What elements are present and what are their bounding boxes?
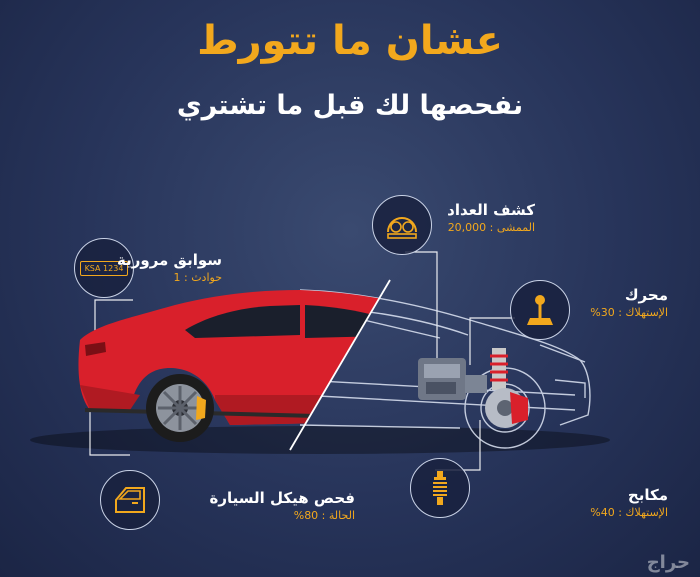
brakes-label: مكابح الإستهلاك : 40% xyxy=(590,485,668,521)
divider-line xyxy=(289,279,391,451)
brakes-badge xyxy=(410,458,470,518)
odometer-detail: الممشى : 20,000 xyxy=(447,221,535,234)
body-badge xyxy=(100,470,160,530)
rear-wheel xyxy=(146,374,214,442)
car-door-icon xyxy=(115,487,145,513)
body-title: فحص هيكل السيارة xyxy=(209,489,355,507)
engine-detail: الإستهلاك : 30% xyxy=(590,306,668,319)
traffic-title: سوابق مرورية xyxy=(117,251,222,269)
car-shadow xyxy=(30,426,610,454)
brake-assembly xyxy=(485,348,528,428)
brakes-detail: الإستهلاك : 40% xyxy=(590,506,668,519)
body-label: فحص هيكل السيارة الحالة : 80% xyxy=(210,488,355,524)
odometer-label: كشف العداد الممشى : 20,000 xyxy=(447,200,535,236)
brakes-title: مكابح xyxy=(627,486,668,504)
shock-absorber-icon xyxy=(433,471,447,505)
engine-title: محرك xyxy=(624,286,668,304)
body-detail: الحالة : 80% xyxy=(293,509,355,522)
engine-badge xyxy=(510,280,570,340)
odometer-badge xyxy=(372,195,432,255)
page-title: عشان ما تتورط xyxy=(197,18,503,64)
traffic-detail: حوادث : 1 xyxy=(173,271,223,284)
engine-label: محرك الإستهلاك : 30% xyxy=(590,285,668,321)
car-solid-body xyxy=(78,290,390,425)
engine-assembly xyxy=(418,358,487,400)
watermark: حراج xyxy=(646,552,690,573)
odometer-title: كشف العداد xyxy=(447,201,535,219)
speedometer-icon xyxy=(387,217,417,239)
traffic-badge: KSA 1234 xyxy=(74,238,134,298)
page-subtitle: نفحصها لك قبل ما تشتري xyxy=(176,90,524,121)
gear-shift-icon xyxy=(527,295,553,325)
license-plate-icon: KSA 1234 xyxy=(79,260,129,276)
traffic-label: سوابق مرورية حوادث : 1 xyxy=(117,250,222,286)
